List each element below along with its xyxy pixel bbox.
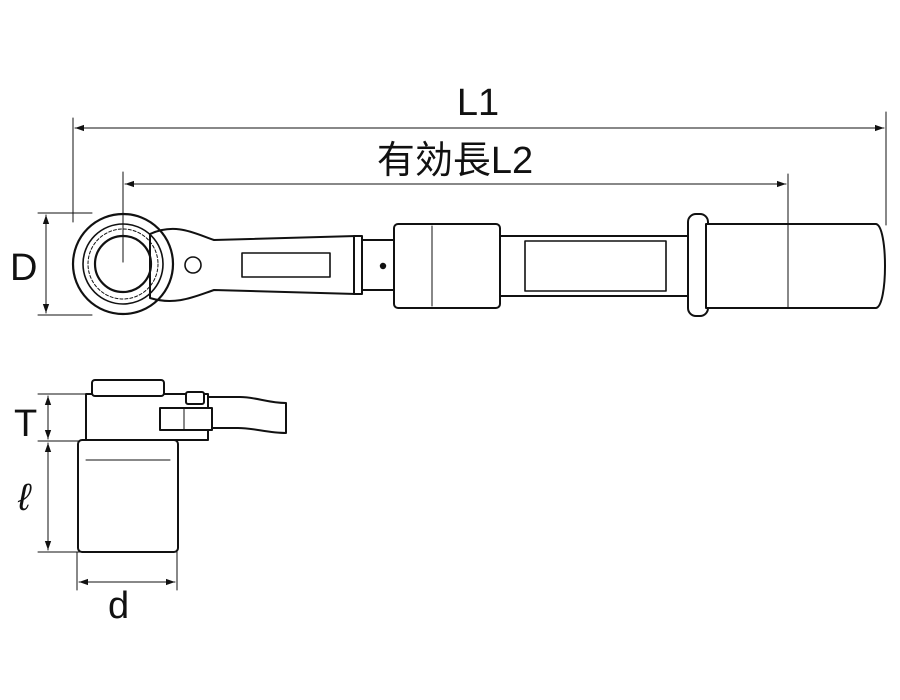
arm-window bbox=[241, 252, 331, 278]
ratchet-head-ring bbox=[82, 223, 164, 305]
socket-side-view: T ℓ d bbox=[14, 379, 287, 627]
t-label: T bbox=[14, 403, 37, 445]
l-label: ℓ bbox=[17, 477, 32, 519]
wrench-top-view: L1 有効長L2 D bbox=[10, 82, 887, 317]
ratchet-head-gear bbox=[87, 228, 159, 300]
arm-hole bbox=[184, 256, 202, 274]
sleeve bbox=[393, 223, 501, 309]
side-switch-tab bbox=[185, 391, 205, 405]
d-label: D bbox=[10, 247, 37, 289]
side-arm bbox=[199, 396, 287, 434]
side-socket bbox=[77, 439, 179, 553]
side-switch bbox=[159, 407, 213, 431]
ratchet-head-outer bbox=[71, 212, 175, 316]
l1-label: L1 bbox=[457, 82, 499, 124]
handle-window bbox=[524, 240, 667, 292]
wrench-arm bbox=[149, 227, 357, 302]
connector bbox=[361, 239, 397, 291]
grip bbox=[705, 223, 886, 309]
d-small-label: d bbox=[108, 585, 129, 627]
side-top-cap bbox=[91, 379, 165, 397]
l2-label: 有効長L2 bbox=[377, 140, 533, 182]
handle-tube bbox=[499, 235, 694, 297]
connector-pin bbox=[379, 262, 387, 270]
neck-collar bbox=[353, 235, 363, 295]
